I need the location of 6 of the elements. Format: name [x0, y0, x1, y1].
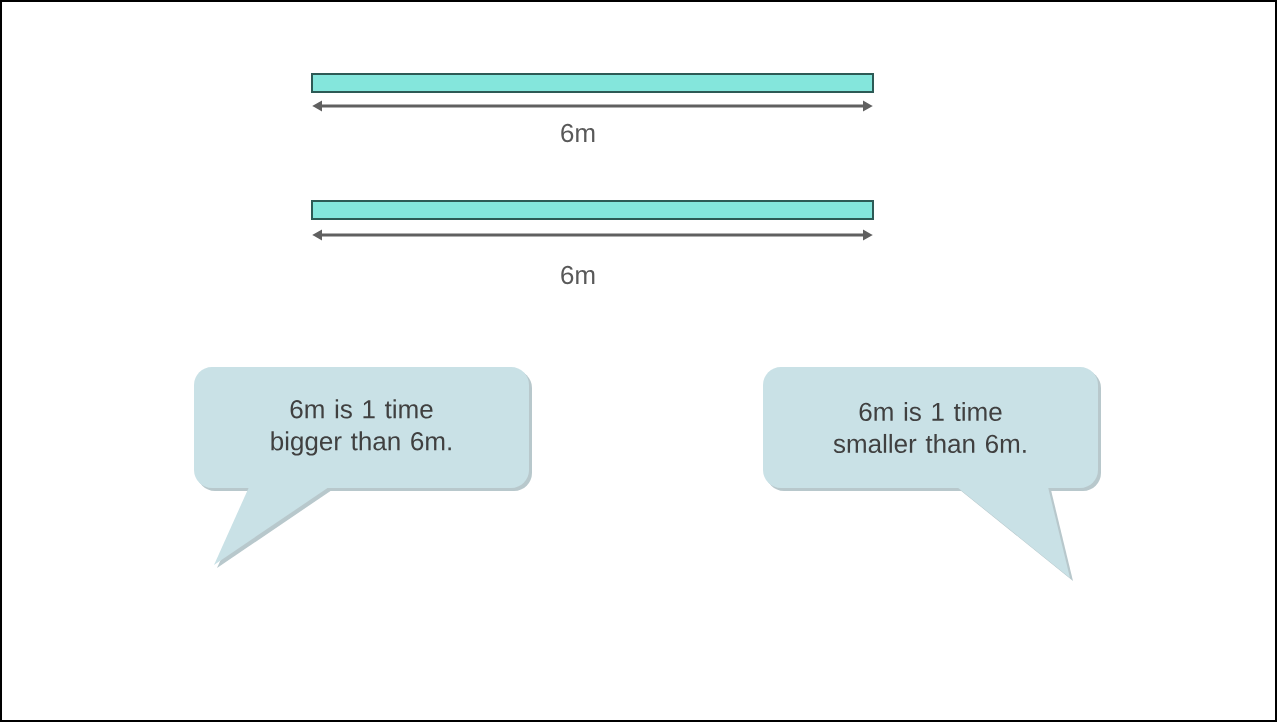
dimension-label: 6m	[561, 265, 595, 285]
speech-bubble: 6m is 1 time bigger than 6m.	[194, 367, 532, 568]
dimension-label: 6m	[561, 123, 595, 143]
bar	[311, 73, 874, 93]
bar	[311, 200, 874, 220]
speech-bubble: 6m is 1 time smaller than 6m.	[763, 367, 1101, 581]
